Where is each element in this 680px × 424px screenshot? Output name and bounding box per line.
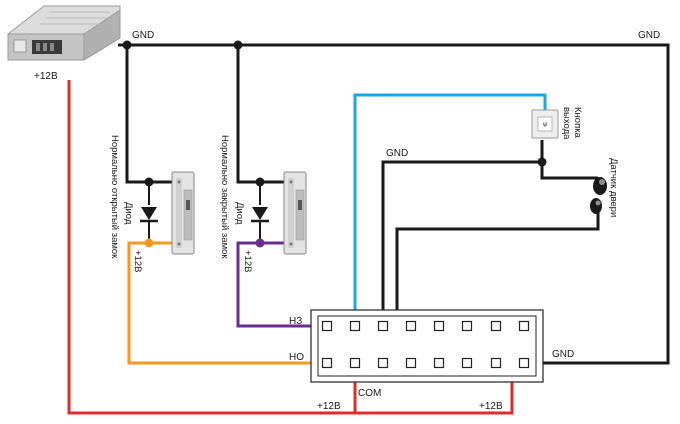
diode-2-label: Диод <box>234 202 245 225</box>
lock-closed-plus12-label: +12В <box>242 250 253 272</box>
exit-button-label-line1: Кнопка <box>572 107 583 139</box>
gnd-label-top-left: GND <box>132 30 154 41</box>
lock-closed-icon <box>283 171 307 255</box>
terminal-contacts <box>321 320 530 369</box>
diode-2-icon <box>251 207 269 223</box>
gnd-bus-wire <box>118 43 670 365</box>
diode-1-label: Диод <box>123 202 134 225</box>
terminal-contact <box>377 357 389 369</box>
lock-closed-title: Нормально закрытый замок <box>219 135 230 259</box>
terminal-contact <box>405 320 417 332</box>
no-label: НО <box>289 352 304 363</box>
gnd-label-button: GND <box>386 148 408 159</box>
lock-open-wire <box>127 241 327 365</box>
diode-1-icon <box>140 207 158 223</box>
psu-plus12-label: +12В <box>34 71 58 82</box>
gnd-button-wire <box>381 140 544 326</box>
terminal-contact <box>490 357 502 369</box>
terminal-contact <box>518 320 530 332</box>
gnd-lock2-wire <box>236 45 290 184</box>
exit-button-label-line2: выхода <box>561 107 572 140</box>
terminal-contact <box>490 320 502 332</box>
gnd-label-right: GND <box>552 349 574 360</box>
terminal-contact <box>461 320 473 332</box>
gnd-label-top-right: GND <box>638 30 660 41</box>
junction-dot <box>233 40 243 50</box>
terminal-block <box>310 309 544 383</box>
terminal-contact <box>405 357 417 369</box>
lock-open-icon <box>171 171 195 255</box>
plus12-bottom-left-label: +12В <box>317 401 341 412</box>
junction-dot <box>144 238 154 248</box>
svg-text:Ψ: Ψ <box>542 123 547 129</box>
terminal-contact <box>433 320 445 332</box>
lock-open-plus12-label: +12В <box>132 250 143 272</box>
junction-dot <box>537 157 547 167</box>
lock-open-title: Нормально открытый замок <box>109 135 120 259</box>
junction-dot <box>255 177 265 187</box>
exit-button-icon: Ψ <box>531 109 559 139</box>
lock-closed-wire <box>236 241 327 328</box>
terminal-contact <box>349 357 361 369</box>
door-sensor-icon <box>590 177 607 214</box>
nc-label: НЗ <box>289 316 302 327</box>
junction-dot <box>144 177 154 187</box>
terminal-contact <box>321 320 333 332</box>
terminal-contact <box>461 357 473 369</box>
exit-button-wire <box>353 93 547 326</box>
com-label: COM <box>358 388 381 399</box>
terminal-contact <box>377 320 389 332</box>
door-sensor-label: Датчик двери <box>608 158 619 217</box>
terminal-contact <box>433 357 445 369</box>
gnd-sensor-link <box>540 162 598 180</box>
junction-dot <box>255 238 265 248</box>
terminal-contact <box>518 357 530 369</box>
plus12-bottom-right-label: +12В <box>479 401 503 412</box>
gnd-lock1-wire <box>125 45 176 184</box>
junction-dot <box>122 40 132 50</box>
terminal-contact <box>321 357 333 369</box>
power-supply-icon <box>7 5 121 61</box>
terminal-contact <box>349 320 361 332</box>
